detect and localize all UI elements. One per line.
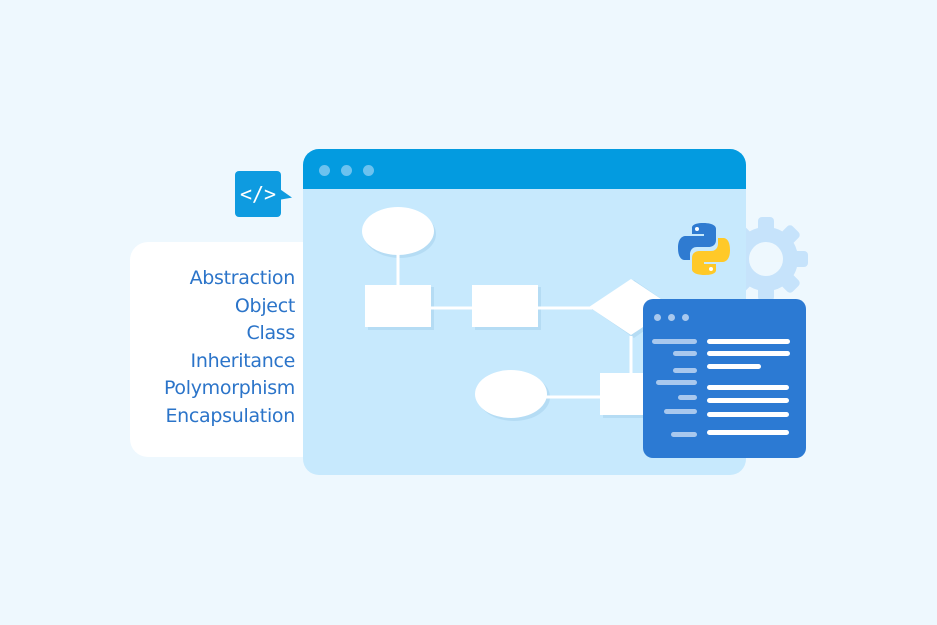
concepts-card: Abstraction Object Class Inheritance Pol… [130,242,320,457]
code-tag-icon: </> [239,182,277,206]
window-dot [319,165,330,176]
concept-encapsulation: Encapsulation [165,404,295,427]
code-line-gutter [678,395,697,400]
window-dot [682,314,689,321]
code-badge: </> [235,171,281,217]
code-line [707,398,789,403]
concept-abstraction: Abstraction [189,267,296,289]
flow-process-box [365,285,431,327]
concepts-list: Abstraction Object Class Inheritance Pol… [164,265,295,431]
concept-polymorphism: Polymorphism [163,377,295,400]
flow-end-ellipse [475,370,547,418]
code-line [707,339,790,344]
window-dot [654,314,661,321]
code-editor-window [643,299,806,458]
code-line [707,385,789,390]
flow-start-ellipse [362,207,434,255]
code-line-gutter [673,368,697,373]
window-dot [341,165,352,176]
code-line-gutter [671,432,697,437]
code-line [707,351,790,356]
code-line [707,430,789,435]
main-window-titlebar [303,149,746,189]
code-line [707,412,789,417]
concept-object: Object [234,294,295,317]
window-dot [668,314,675,321]
flowchart-diagram [362,207,676,421]
concept-class: Class [246,322,296,345]
code-line-gutter [656,380,697,385]
code-line [707,364,761,369]
concept-inheritance: Inheritance [190,349,296,372]
code-line-gutter [652,339,697,344]
code-line-gutter [673,351,697,356]
flow-process-box [472,285,538,327]
window-dot [363,165,374,176]
code-line-gutter [664,409,697,414]
python-logo-icon [678,223,730,275]
